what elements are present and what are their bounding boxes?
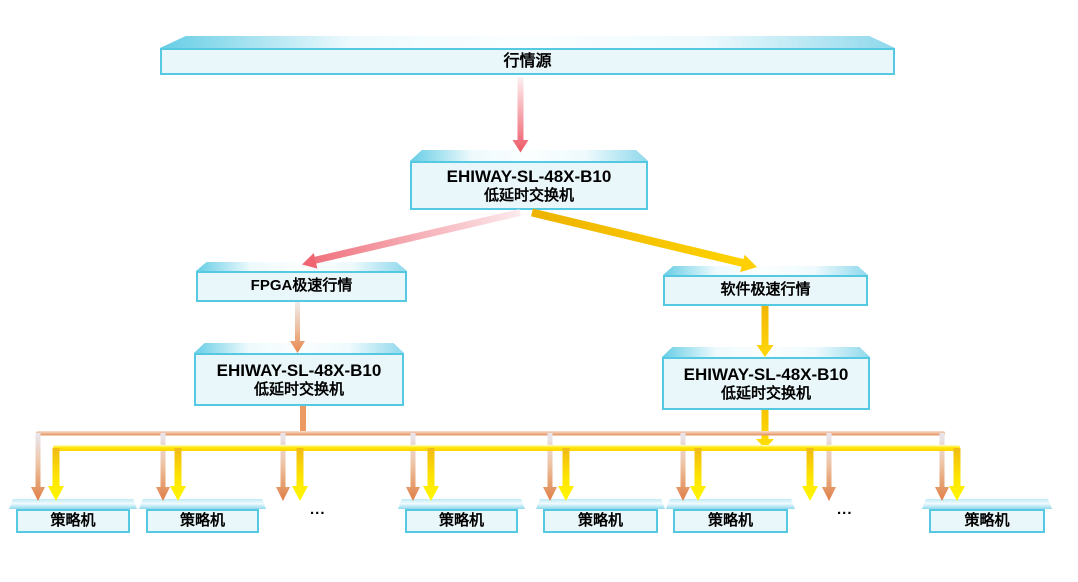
node-fpga-feed: FPGA极速行情	[196, 262, 407, 302]
fpga-feed-arrow-5	[543, 433, 557, 501]
node-label: 策略机	[405, 509, 518, 533]
node-strategy-machine-1: 策略机	[9, 499, 137, 533]
connector-fpga-switch-to-bus	[300, 406, 306, 434]
bus-fpga-path	[36, 431, 945, 436]
node-label: 软件极速行情	[663, 275, 868, 306]
switch-model: EHIWAY-SL-48X-B10	[446, 166, 612, 186]
software-feed-arrow-2	[170, 448, 186, 501]
node-strategy-machine-5: 策略机	[666, 499, 795, 533]
node-core-switch: EHIWAY-SL-48X-B10 低延时交换机	[410, 150, 648, 210]
box-top-bevel	[196, 262, 407, 271]
node-label: 策略机	[16, 509, 130, 533]
box-top-bevel	[194, 343, 404, 353]
node-label: 策略机	[146, 509, 259, 533]
software-feed-arrow-3	[292, 448, 308, 501]
node-strategy-machine-4: 策略机	[536, 499, 665, 533]
software-feed-arrow-7	[802, 448, 818, 501]
ellipsis-more-machines-left: ...	[310, 501, 326, 518]
ellipsis-more-machines-right: ...	[837, 501, 853, 518]
fpga-feed-arrow-4	[406, 433, 420, 501]
box-top-bevel	[410, 150, 648, 161]
software-feed-arrow-6	[690, 448, 706, 501]
node-fpga-switch: EHIWAY-SL-48X-B10 低延时交换机	[194, 343, 404, 406]
switch-model: EHIWAY-SL-48X-B10	[216, 360, 382, 380]
node-software-feed: 软件极速行情	[663, 266, 868, 306]
switch-type: 低延时交换机	[720, 384, 811, 402]
fpga-feed-arrow-7	[822, 433, 836, 501]
fpga-feed-arrow-8	[935, 433, 949, 501]
node-label: 策略机	[543, 509, 658, 533]
box-top-bevel	[922, 499, 1052, 509]
node-software-switch: EHIWAY-SL-48X-B10 低延时交换机	[662, 347, 870, 410]
node-market-data-source: 行情源	[160, 36, 895, 75]
box-top-bevel	[662, 347, 870, 357]
switch-type: 低延时交换机	[253, 380, 344, 398]
switch-type: 低延时交换机	[483, 186, 574, 204]
node-strategy-machine-3: 策略机	[398, 499, 525, 533]
software-feed-arrow-5	[558, 448, 574, 501]
arrow-core-to-fpga-feed	[302, 209, 521, 269]
software-feed-arrow-8	[949, 448, 965, 501]
node-label: 策略机	[673, 509, 788, 533]
software-feed-arrow-1	[48, 448, 64, 501]
node-label: 策略机	[929, 509, 1045, 533]
box-top-bevel	[9, 499, 137, 509]
box-top-bevel	[139, 499, 266, 509]
fpga-path-drop-arrows	[31, 433, 949, 501]
software-feed-arrow-4	[423, 448, 439, 501]
software-path-drop-arrows	[48, 448, 965, 501]
fpga-feed-arrow-2	[156, 433, 170, 501]
fpga-feed-arrow-1	[31, 433, 45, 501]
box-top-bevel	[398, 499, 525, 509]
box-top-bevel	[160, 36, 895, 48]
node-strategy-machine-6: 策略机	[922, 499, 1052, 533]
connector-software-switch-to-bus	[756, 410, 774, 449]
box-top-bevel	[663, 266, 868, 275]
node-strategy-machine-2: 策略机	[139, 499, 266, 533]
arrow-core-to-software-feed	[531, 208, 757, 273]
box-top-bevel	[666, 499, 795, 509]
node-label: 行情源	[160, 48, 895, 75]
node-label: FPGA极速行情	[196, 271, 407, 302]
fpga-feed-arrow-6	[676, 433, 690, 501]
switch-model: EHIWAY-SL-48X-B10	[683, 364, 849, 384]
box-top-bevel	[536, 499, 665, 509]
fpga-feed-arrow-3	[276, 433, 290, 501]
arrow-source-to-core	[512, 77, 529, 153]
bus-software-path	[53, 445, 960, 451]
